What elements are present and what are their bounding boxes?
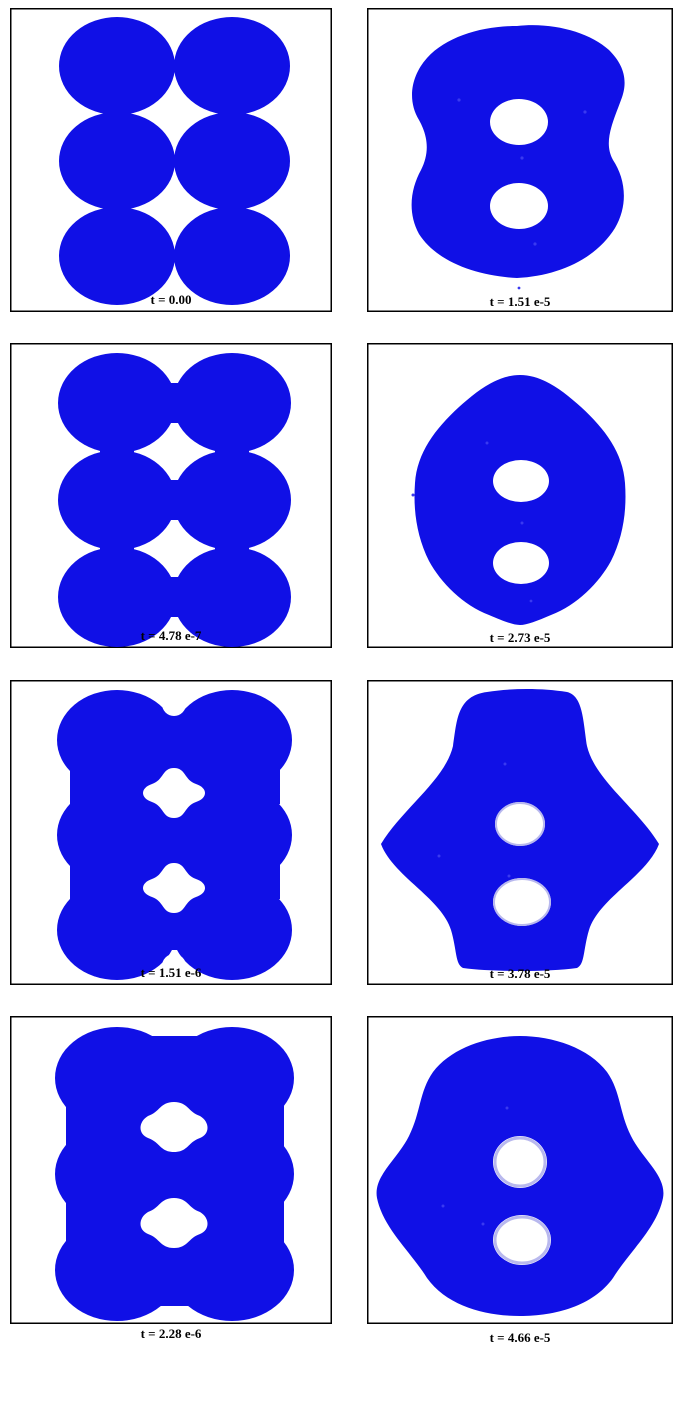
neck (100, 443, 134, 457)
fluid-body (55, 1027, 294, 1321)
neck (215, 540, 249, 554)
droplet (59, 112, 175, 210)
droplet (174, 112, 290, 210)
neck (168, 480, 182, 520)
panel-t-0: t = 0.00 (10, 8, 332, 312)
neck (100, 540, 134, 554)
panel-t-4.66e-5: t = 4.66 e-5 (367, 1016, 673, 1427)
panel-t-2.73e-5: t = 2.73 e-5 (367, 343, 673, 648)
panel-t-3.78e-5: t = 3.78 e-5 (367, 680, 673, 985)
droplet-grid (58, 353, 291, 647)
time-label: t = 0.00 (10, 292, 332, 308)
fluid-figure (10, 680, 332, 985)
fluid-figure (10, 8, 332, 312)
fluid-figure (367, 1016, 673, 1324)
fluid-figure (10, 1016, 332, 1324)
panel-t-2.28e-6: t = 2.28 e-6 (10, 1016, 332, 1427)
time-label: t = 4.78 e-7 (10, 628, 332, 644)
time-label: t = 2.28 e-6 (10, 1326, 332, 1342)
panel-t-4.78e-7: t = 4.78 e-7 (10, 343, 332, 648)
neck (215, 443, 249, 457)
droplet (174, 17, 290, 115)
droplet (59, 207, 175, 305)
fluid-figure (367, 680, 673, 985)
merged-fluid-body (412, 25, 625, 278)
fluid-figure (367, 8, 673, 312)
neck (168, 383, 182, 423)
fluid-body (57, 690, 292, 980)
droplet (58, 450, 176, 550)
droplet-grid (59, 17, 290, 305)
droplet (174, 207, 290, 305)
droplet (173, 353, 291, 453)
time-label: t = 2.73 e-5 (367, 630, 673, 646)
time-label: t = 1.51 e-6 (10, 965, 332, 981)
panel-t-1.51e-6: t = 1.51 e-6 (10, 680, 332, 985)
fluid-figure (367, 343, 673, 648)
fluid-figure (10, 343, 332, 648)
droplet (59, 17, 175, 115)
time-label: t = 1.51 e-5 (367, 294, 673, 310)
neck (168, 577, 182, 617)
droplet (173, 450, 291, 550)
panel-t-1.51e-5: t = 1.51 e-5 (367, 8, 673, 312)
time-label: t = 3.78 e-5 (367, 966, 673, 982)
time-label: t = 4.66 e-5 (367, 1330, 673, 1346)
droplet (58, 353, 176, 453)
